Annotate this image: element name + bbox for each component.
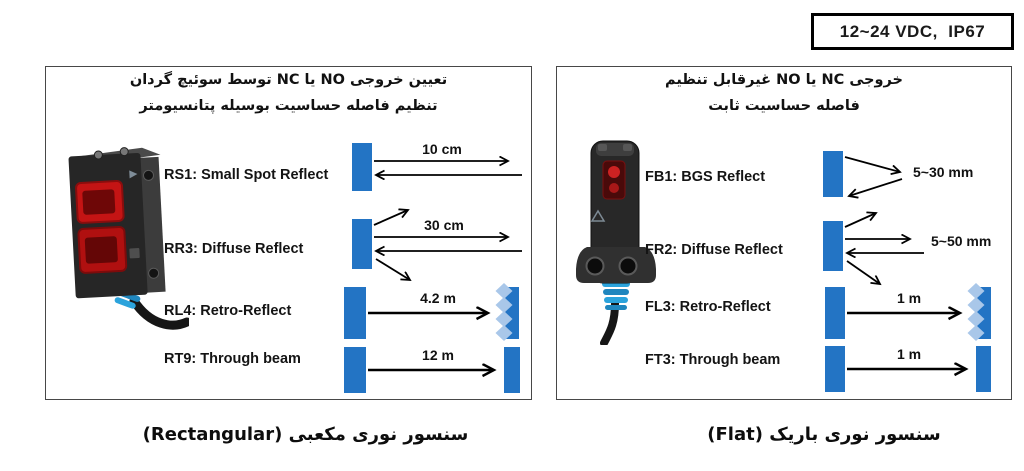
model-label-ft3: FT3: Through beam (645, 352, 781, 368)
model-label-fl3: FL3: Retro-Reflect (645, 299, 771, 315)
sensor-cable (129, 296, 189, 330)
beam-diagram-rs1-reflect: 10 cm (352, 141, 522, 191)
panel-rectangular-sensor: تعیین خروجی NO یا NC توسط سوئیچ گردان تن… (45, 66, 532, 400)
distance-label: 1 m (897, 346, 921, 362)
flat-panel-header-line2: فاصله حساسیت ثابت (708, 98, 860, 114)
beam-diagram-rt9-through: 12 m (344, 347, 520, 393)
sensor-block (352, 219, 372, 269)
receiver-block (504, 347, 520, 393)
sensor-block (823, 151, 843, 197)
beam-diagram-fb1-bgs: 5~30 mm (823, 151, 973, 207)
panel-flat-sensor: خروجی NC یا NO غیرقابل تنظیم فاصله حساسی… (556, 66, 1012, 400)
flat-sensor-image (576, 140, 656, 345)
sensor-block (352, 143, 372, 191)
distance-label: 1 m (897, 290, 921, 306)
distance-label: 30 cm (424, 217, 464, 233)
voltage-ip-rating-badge: 12~24 VDC, IP67 (811, 13, 1014, 50)
beam-diagram-ft3-through: 1 m (825, 346, 991, 392)
beam-arrow-out (844, 156, 900, 172)
brand-logo-mark (590, 209, 606, 222)
caption-rectangular-sensor: سنسور نوری مکعبی (Rectangular) (142, 424, 469, 445)
beam-arrow-down (375, 258, 410, 280)
rect-panel-header-line2: تنظیم فاصله حساسیت بوسیله پتانسیومتر (139, 98, 438, 114)
caption-flat-sensor: سنسور نوری باریک (Flat) (707, 424, 941, 445)
flat-panel-header-line1: خروجی NC یا NO غیرقابل تنظیم (665, 72, 903, 88)
distance-label: 4.2 m (420, 290, 456, 306)
model-label-rr3: RR3: Diffuse Reflect (164, 241, 304, 257)
model-label-rl4: RL4: Retro-Reflect (164, 303, 292, 319)
beam-arrow-return (849, 178, 903, 196)
brand-logo-mark (129, 170, 138, 179)
beam-arrow-down (846, 260, 880, 284)
distance-label: 5~30 mm (913, 164, 973, 180)
sensor-body (68, 147, 166, 299)
retro-reflector-target (495, 283, 519, 341)
cable-gland (602, 281, 630, 310)
sensor-block (825, 346, 845, 392)
beam-diagram-fr2-diffuse: 5~50 mm (823, 211, 991, 295)
beam-diagram-rr3-diffuse: 30 cm (352, 207, 522, 291)
sensor-block (344, 287, 366, 339)
distance-label: 10 cm (422, 141, 462, 157)
model-label-fb1: FB1: BGS Reflect (645, 169, 766, 185)
model-label-rs1: RS1: Small Spot Reflect (164, 167, 329, 183)
rectangular-sensor-image (68, 147, 189, 330)
sensor-body (576, 140, 656, 284)
beam-diagram-fl3-retro: 1 m (825, 283, 991, 341)
sensor-block (823, 221, 843, 271)
receiver-block (976, 346, 991, 392)
sensor-block (344, 347, 366, 393)
distance-label: 5~50 mm (931, 233, 991, 249)
rect-panel-header-line1: تعیین خروجی NO یا NC توسط سوئیچ گردان (129, 72, 448, 88)
model-label-fr2: FR2: Diffuse Reflect (645, 242, 783, 258)
distance-label: 12 m (422, 347, 454, 363)
beam-arrow-up (844, 213, 876, 228)
sensor-block (825, 287, 845, 339)
beam-diagram-rl4-retro: 4.2 m (344, 283, 519, 341)
retro-reflector-target (967, 283, 991, 341)
beam-arrow-up (373, 210, 408, 226)
model-label-rt9: RT9: Through beam (164, 351, 301, 367)
